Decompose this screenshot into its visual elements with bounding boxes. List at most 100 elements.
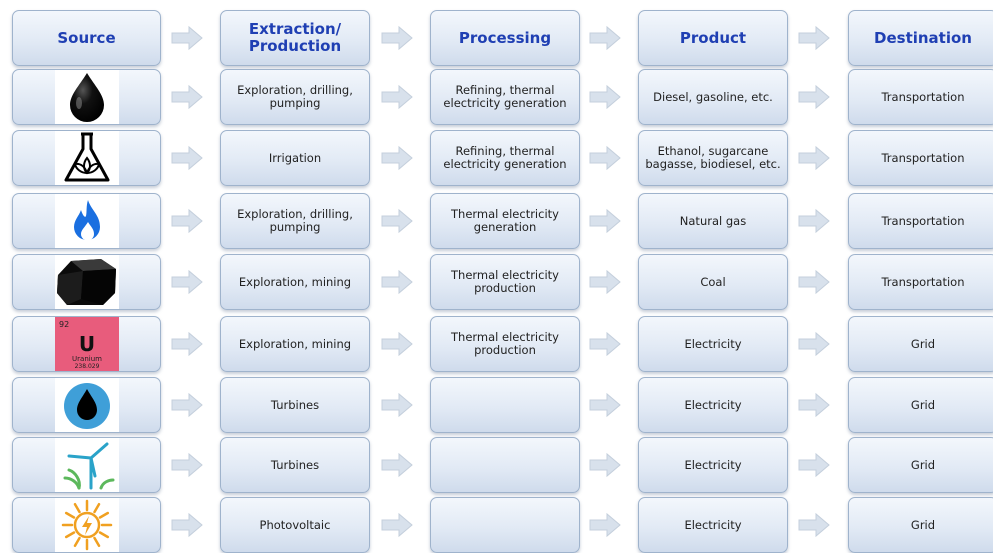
svg-text:U: U (78, 332, 94, 356)
cell-text: Grid (910, 457, 936, 472)
flow-arrow-icon (381, 208, 413, 234)
cell-text: Electricity (684, 517, 742, 532)
cell-text: Transportation (881, 150, 965, 165)
source-cell (12, 69, 161, 125)
flow-arrow-icon (171, 269, 203, 295)
wind-turbine-icon (54, 438, 119, 492)
cell-text: Transportation (881, 213, 965, 228)
flow-arrow-icon (589, 25, 621, 51)
destination-cell: Grid (848, 437, 993, 493)
flow-arrow-icon (798, 208, 830, 234)
cell-text: Electricity (684, 397, 742, 412)
cell-text: Transportation (881, 274, 965, 289)
flow-arrow-icon (171, 452, 203, 478)
product-cell: Electricity (638, 377, 788, 433)
extraction-cell: Exploration, mining (220, 316, 370, 372)
processing-cell (430, 377, 580, 433)
cell-text: Extraction/ Production (248, 20, 342, 55)
cell-text: Grid (910, 517, 936, 532)
flow-arrow-icon (589, 512, 621, 538)
flow-arrow-icon (171, 84, 203, 110)
cell-text: Electricity (684, 336, 742, 351)
flow-arrow-icon (589, 269, 621, 295)
coal-icon (54, 255, 119, 309)
source-cell (12, 497, 161, 553)
uranium-element-icon: 92 U Uranium 238.029 (54, 317, 119, 371)
source-cell (12, 130, 161, 186)
processing-cell: Thermal electricity production (430, 254, 580, 310)
flow-arrow-icon (589, 452, 621, 478)
flow-arrow-icon (171, 25, 203, 51)
cell-text: Electricity (684, 457, 742, 472)
header-source: Source (12, 10, 161, 66)
cell-text: Product (679, 28, 747, 47)
flow-arrow-icon (798, 512, 830, 538)
flow-arrow-icon (171, 208, 203, 234)
flow-arrow-icon (589, 84, 621, 110)
flow-arrow-icon (798, 269, 830, 295)
cell-text: Processing (458, 28, 552, 47)
processing-cell: Thermal electricity generation (430, 193, 580, 249)
processing-cell (430, 497, 580, 553)
flow-arrow-icon (589, 208, 621, 234)
flow-arrow-icon (798, 452, 830, 478)
cell-text: Grid (910, 336, 936, 351)
flow-arrow-icon (589, 392, 621, 418)
flow-arrow-icon (381, 452, 413, 478)
cell-text: Coal (700, 274, 726, 289)
cell-text: Refining, thermal electricity generation (443, 144, 567, 171)
flow-arrow-icon (798, 25, 830, 51)
cell-text: Turbines (270, 397, 320, 412)
flow-arrow-icon (798, 145, 830, 171)
flow-arrow-icon (381, 269, 413, 295)
header-processing: Processing (430, 10, 580, 66)
product-cell: Ethanol, sugarcane bagasse, biodiesel, e… (638, 130, 788, 186)
header-destination: Destination (848, 10, 993, 66)
source-cell (12, 377, 161, 433)
processing-cell: Thermal electricity production (430, 316, 580, 372)
cell-text: Exploration, mining (238, 336, 352, 351)
product-cell: Electricity (638, 316, 788, 372)
flow-arrow-icon (381, 392, 413, 418)
product-cell: Diesel, gasoline, etc. (638, 69, 788, 125)
cell-text: Turbines (270, 457, 320, 472)
cell-text: Exploration, mining (238, 274, 352, 289)
flow-arrow-icon (381, 331, 413, 357)
destination-cell: Grid (848, 377, 993, 433)
product-cell: Electricity (638, 437, 788, 493)
destination-cell: Transportation (848, 254, 993, 310)
flow-arrow-icon (381, 25, 413, 51)
source-cell: 92 U Uranium 238.029 (12, 316, 161, 372)
source-cell (12, 254, 161, 310)
extraction-cell: Photovoltaic (220, 497, 370, 553)
cell-text: Exploration, drilling, pumping (237, 83, 353, 110)
sun-icon (54, 498, 119, 552)
header-extraction: Extraction/ Production (220, 10, 370, 66)
cell-text: Thermal electricity production (451, 330, 559, 357)
flow-arrow-icon (798, 84, 830, 110)
extraction-cell: Exploration, mining (220, 254, 370, 310)
cell-text: Destination (874, 28, 972, 47)
extraction-cell: Exploration, drilling, pumping (220, 193, 370, 249)
cell-text: Exploration, drilling, pumping (237, 207, 353, 234)
extraction-cell: Irrigation (220, 130, 370, 186)
destination-cell: Transportation (848, 193, 993, 249)
extraction-cell: Turbines (220, 377, 370, 433)
flow-arrow-icon (589, 145, 621, 171)
flow-arrow-icon (589, 331, 621, 357)
cell-text: Natural gas (679, 213, 747, 228)
processing-cell: Refining, thermal electricity generation (430, 130, 580, 186)
header-product: Product (638, 10, 788, 66)
cell-text: Diesel, gasoline, etc. (653, 89, 773, 104)
cell-text: Refining, thermal electricity generation (443, 83, 567, 110)
destination-cell: Transportation (848, 130, 993, 186)
cell-text: Transportation (881, 89, 965, 104)
extraction-cell: Exploration, drilling, pumping (220, 69, 370, 125)
processing-cell: Refining, thermal electricity generation (430, 69, 580, 125)
svg-text:Uranium: Uranium (72, 355, 102, 363)
cell-text: Thermal electricity generation (451, 207, 559, 234)
flow-arrow-icon (798, 331, 830, 357)
gas-flame-icon (54, 194, 119, 248)
cell-text: Ethanol, sugarcane bagasse, biodiesel, e… (645, 144, 781, 171)
biofuel-flask-icon (54, 131, 119, 185)
